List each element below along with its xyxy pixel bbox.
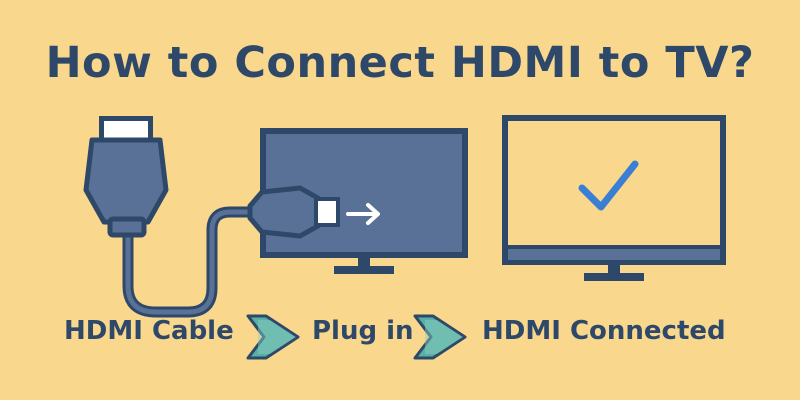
diagram-title: How to Connect HDMI to TV?	[45, 38, 755, 88]
checkmark-icon	[578, 160, 639, 211]
step-label-hdmi-connected: HDMI Connected	[482, 316, 726, 346]
step-label-hdmi-cable: HDMI Cable	[64, 316, 234, 346]
step-label-plug-in: Plug in	[312, 316, 414, 346]
tv-with-plug-icon	[247, 128, 468, 274]
hdmi-cable-icon	[83, 116, 268, 318]
step-chevron-icon	[246, 314, 300, 360]
step-chevron-icon	[413, 314, 467, 360]
right-arrow-icon	[346, 203, 380, 225]
tv-connected-icon	[502, 115, 726, 281]
